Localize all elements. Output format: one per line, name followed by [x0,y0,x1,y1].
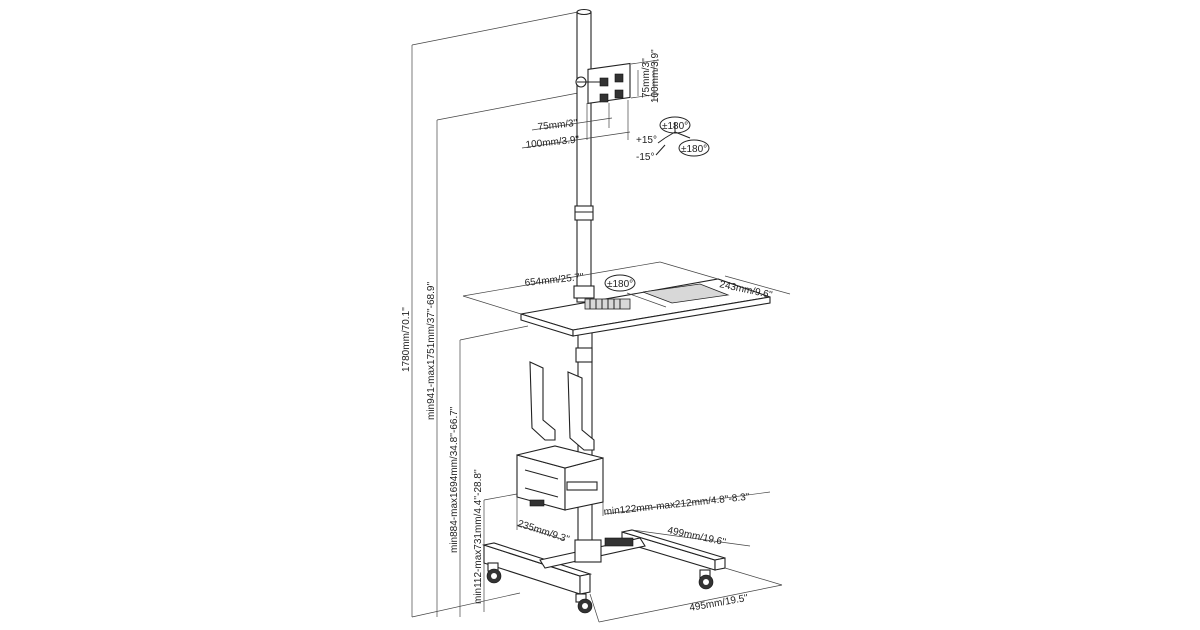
label-total-height: 1780mm/70.1'' [401,307,412,372]
caster-back-right [698,569,714,590]
label-rotate: ±180° [681,144,707,155]
label-desk-height-range: min941-max1751mm/37''-68.9'' [426,282,437,420]
height-dimension-lines [411,11,579,618]
label-tilt-up: +15° [636,135,657,146]
base-frame [481,529,783,623]
caster-front-right [575,593,593,614]
label-base-width: 495mm/19.5'' [689,593,750,614]
label-tilt-down: -15° [636,152,654,163]
label-vesa-h-100: 100mm/3.9'' [525,134,580,151]
label-holder-width: min122mm-max212mm/4.8''-8.3'' [603,492,750,518]
label-tray-rotate: ±180° [607,279,633,290]
label-swivel: ±180° [662,121,688,132]
label-vesa-v-75: 75mm/3'' [641,58,652,98]
label-vesa-h-75: 75mm/3'' [537,118,578,133]
label-holder-depth: 235mm/9.3'' [516,518,571,545]
label-vesa-v-100: 100mm/3.9'' [650,49,661,103]
caster-front-left [486,562,502,584]
cpu-holder [516,361,771,541]
label-arm-height-range: min884-max1694mm/34.8''-66.7'' [449,406,460,553]
label-holder-height-range: min112-max731mm/4.4''-28.8'' [473,469,484,604]
vesa-mount [521,59,660,149]
keyboard-tray [462,261,791,337]
rotation-indicator [655,116,710,157]
